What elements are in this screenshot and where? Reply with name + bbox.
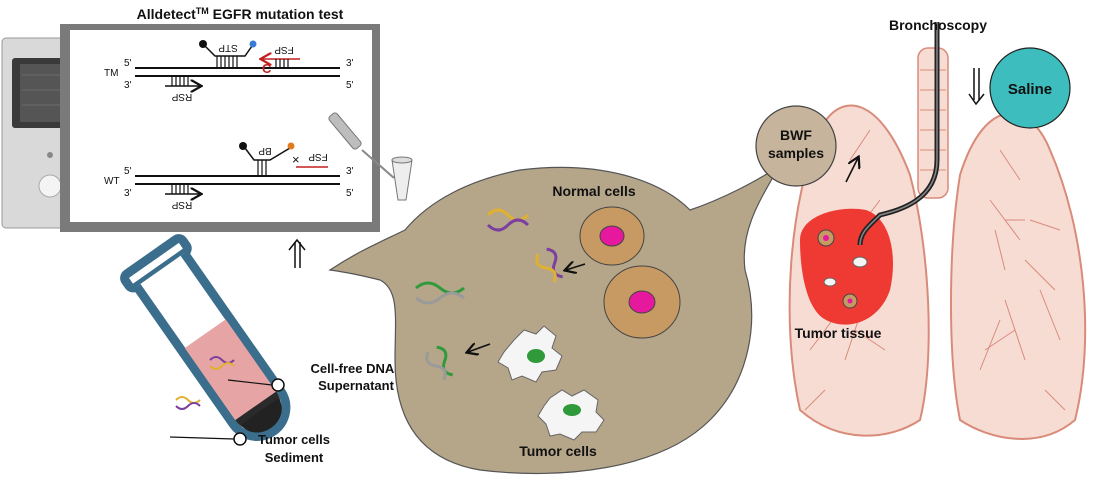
sediment-pointer-dot xyxy=(233,432,247,446)
dna-icon xyxy=(415,208,563,381)
up-arrow-icon xyxy=(288,238,306,268)
down-arrow-icon xyxy=(968,68,985,106)
pipette-icon xyxy=(328,112,413,201)
tm-label: TM xyxy=(104,68,118,79)
saline-circle xyxy=(989,47,1071,129)
tm-rsp-label: RSP xyxy=(171,91,192,102)
right-lung xyxy=(950,112,1087,440)
left-arrow-icon xyxy=(468,344,491,352)
wt-quencher-dot xyxy=(239,142,247,150)
pcr-machine-button xyxy=(38,174,62,198)
wt-label: WT xyxy=(104,176,120,187)
supernatant-pointer-dot xyxy=(271,378,285,392)
supernatant-label-2: Supernatant xyxy=(318,378,395,393)
sediment-label-1: Tumor cells xyxy=(258,432,330,447)
bwf-label-1: BWF xyxy=(780,127,812,143)
supernatant-label-1: Cell-free DNAs xyxy=(310,361,401,376)
bwf-circle xyxy=(755,105,837,187)
saline-label: Saline xyxy=(1008,81,1052,98)
cell-blob xyxy=(328,164,781,475)
normal-cell xyxy=(603,265,681,339)
blocked-x: × xyxy=(292,152,300,167)
dna-icon-small xyxy=(175,356,235,410)
mutation-base: C xyxy=(262,61,272,76)
nucleus xyxy=(628,290,656,314)
tumor-nucleus xyxy=(563,404,581,416)
bp-label: BP xyxy=(258,145,272,156)
stp-label: STP xyxy=(218,42,238,53)
tumor-cell xyxy=(497,325,563,383)
tm-3-top: 3' xyxy=(346,58,354,69)
tm-fsp-label: FSP xyxy=(274,44,294,55)
left-arrow-icon xyxy=(566,264,586,270)
bwf-label-2: samples xyxy=(768,145,824,161)
nucleus xyxy=(599,225,625,247)
tumor-cell xyxy=(537,389,605,441)
microtube-icon xyxy=(391,159,413,201)
tm-5-bottom: 5' xyxy=(346,80,354,91)
wt-3-top: 3' xyxy=(346,166,354,177)
supernatant-layer xyxy=(184,319,281,431)
tumor-nucleus xyxy=(527,349,545,363)
wt-fsp-label: FSP xyxy=(308,151,328,162)
pcr-instrument xyxy=(1,24,380,232)
tm-reporter-dot xyxy=(249,40,257,48)
normal-cell xyxy=(579,206,645,266)
test-tube xyxy=(120,234,291,441)
trachea xyxy=(917,47,949,199)
lungs xyxy=(788,47,1087,440)
wt-rsp-label: RSP xyxy=(171,199,192,210)
sediment-label-2: Sediment xyxy=(265,450,324,465)
bronchoscopy-label: Bronchoscopy xyxy=(889,17,987,33)
bwf-arrow-icon xyxy=(845,158,858,183)
tm-3-bottom: 3' xyxy=(124,80,132,91)
normal-cells-label: Normal cells xyxy=(552,183,635,199)
wt-assay: WT 5' 3' 3' 5' BP × FSP RSP xyxy=(104,142,354,210)
tm-5-top: 5' xyxy=(124,58,132,69)
wt-reporter-dot xyxy=(287,142,295,150)
wt-3-bottom: 3' xyxy=(124,188,132,199)
sediment-layer xyxy=(240,398,282,433)
wt-5-bottom: 5' xyxy=(346,188,354,199)
tm-quencher-dot xyxy=(199,40,207,48)
tumor-cells-label: Tumor cells xyxy=(519,443,597,459)
tm-assay: TM 5' 3' 3' 5' STP FSP C RSP xyxy=(104,40,354,102)
assay-title: AlldetectTM EGFR mutation test xyxy=(137,6,344,22)
wt-5-top: 5' xyxy=(124,166,132,177)
tumor-tissue-label: Tumor tissue xyxy=(795,325,882,341)
